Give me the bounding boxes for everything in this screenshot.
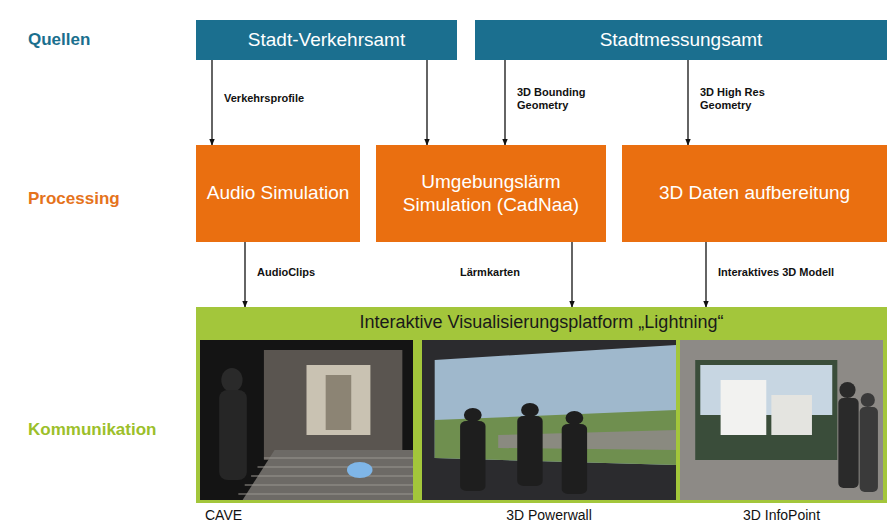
flow-arrow xyxy=(705,242,706,307)
photo-illustration xyxy=(200,340,413,500)
flow-arrow xyxy=(244,242,245,307)
process-box: Umgebungslärm Simulation (CadNaa) xyxy=(376,145,606,242)
flow-arrow xyxy=(571,242,572,307)
edge-label: Lärmkarten xyxy=(458,266,522,279)
source-box: Stadtmessungsamt xyxy=(475,20,887,60)
edge-label: Verkehrsprofile xyxy=(222,92,306,105)
source-box: Stadt-Verkehrsamt xyxy=(196,20,457,60)
edge-label: 3D High Res Geometry xyxy=(698,86,784,112)
edge-label: Interaktives 3D Modell xyxy=(716,266,836,279)
box-label: Stadt-Verkehrsamt xyxy=(248,29,405,52)
edge-label: AudioClips xyxy=(255,266,317,279)
platform-panel: CAVE3D Powerwall3D InfoPointInteraktive … xyxy=(196,307,887,503)
flow-arrow xyxy=(504,60,505,145)
row-label: Processing xyxy=(28,189,120,209)
box-label: 3D Daten aufbereitung xyxy=(659,182,850,205)
flow-arrow xyxy=(687,60,688,145)
box-label: Stadtmessungsamt xyxy=(600,29,763,52)
edge-label: 3D Bounding Geometry xyxy=(515,86,601,112)
process-box: Audio Simulation xyxy=(196,145,360,242)
photo-illustration xyxy=(422,340,676,500)
photo-panel: CAVE xyxy=(200,340,413,500)
photo-caption: 3D InfoPoint xyxy=(680,507,883,523)
flow-arrow xyxy=(426,60,427,145)
photo-panel: 3D Powerwall xyxy=(422,340,676,500)
process-box: 3D Daten aufbereitung xyxy=(622,145,887,242)
photo-illustration xyxy=(680,340,883,500)
photo-caption: CAVE xyxy=(205,507,418,523)
box-label: Audio Simulation xyxy=(207,182,350,205)
photo-caption: 3D Powerwall xyxy=(422,507,676,523)
panel-heading: Interaktive Visualisierungsplatform „Lig… xyxy=(196,307,887,338)
flow-arrow xyxy=(211,60,212,145)
row-label: Kommunikation xyxy=(28,420,156,440)
row-label: Quellen xyxy=(28,30,90,50)
box-label: Umgebungslärm Simulation (CadNaa) xyxy=(386,171,596,217)
photo-panel: 3D InfoPoint xyxy=(680,340,883,500)
